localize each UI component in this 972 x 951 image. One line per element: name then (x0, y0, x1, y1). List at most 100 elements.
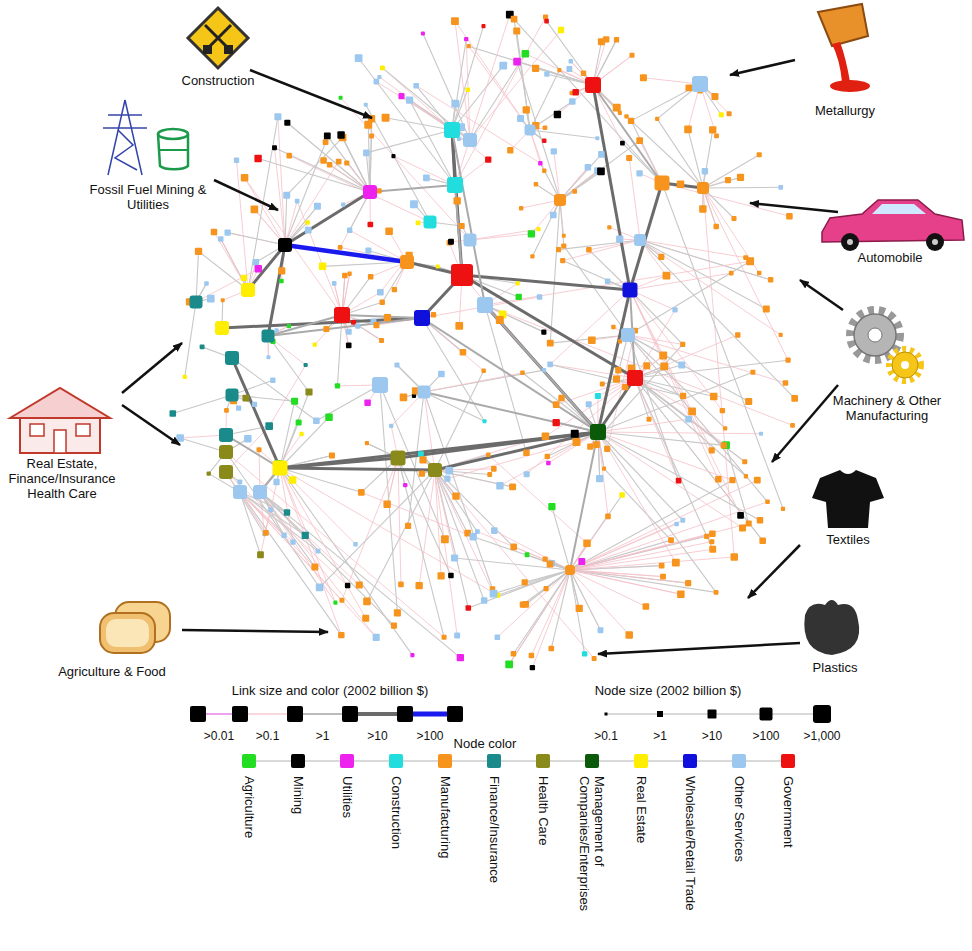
trade-link (258, 159, 370, 192)
sector-node (451, 17, 459, 25)
sector-node (237, 479, 242, 484)
trade-link (593, 85, 662, 183)
sector-node (470, 533, 477, 540)
trade-link (630, 290, 712, 450)
trade-link (703, 155, 759, 188)
legend-number-box: >100 (416, 729, 443, 743)
sector-node (363, 185, 377, 199)
sector-node (316, 584, 324, 592)
sector-node (299, 432, 303, 436)
sector-node (428, 463, 442, 477)
legend-number: >0.1 (594, 729, 618, 743)
trade-link (517, 31, 530, 130)
sector-node (523, 450, 529, 456)
trade-link (640, 240, 766, 309)
trade-link (630, 290, 722, 411)
sector-node (413, 83, 419, 89)
sector-label: Metallurgy (815, 103, 875, 118)
trade-link (532, 200, 560, 256)
sector-node (384, 314, 391, 321)
sector-label-box: Plastics (785, 660, 885, 675)
sector-node (365, 441, 369, 445)
trade-link (337, 315, 342, 386)
sector-node (720, 408, 725, 413)
sector-node (486, 453, 490, 457)
trade-link (280, 468, 356, 544)
trade-link (469, 46, 530, 130)
sector-label: Construction (182, 73, 255, 88)
sector-node (391, 623, 397, 629)
legend-title: Link size and color (2002 billion $) (232, 683, 429, 698)
sector-node (255, 265, 262, 272)
sector-node (571, 430, 579, 438)
sector-node (636, 170, 642, 176)
sector-node (379, 338, 384, 343)
sector-node (225, 351, 239, 365)
sector-node (505, 661, 513, 669)
trade-link (199, 251, 248, 290)
legend-number-box: >100 (752, 729, 779, 743)
sector-node (453, 197, 460, 204)
sector-node (757, 271, 762, 276)
color-swatch (536, 754, 550, 768)
bread-icon (100, 602, 170, 653)
trade-link (477, 532, 570, 570)
trade-link (635, 378, 679, 481)
sector-node (598, 151, 605, 158)
sector-node (383, 501, 390, 508)
sector-node (598, 627, 604, 633)
sector-node (338, 245, 343, 250)
trade-link (226, 472, 348, 586)
sector-node (615, 367, 621, 373)
sector-node (624, 114, 628, 118)
trade-link (452, 66, 503, 130)
sector-label-box: Agriculture & Food (32, 664, 192, 679)
trade-link (550, 200, 560, 343)
sector-node (763, 306, 770, 313)
sector-node (530, 665, 535, 670)
sector-node (335, 383, 340, 388)
sector-node (541, 330, 546, 335)
legend-number-box: >0.1 (594, 729, 618, 743)
sector-node (364, 121, 372, 129)
sector-node (207, 471, 211, 475)
trade-link (280, 432, 598, 468)
sector-node (236, 406, 241, 411)
sector-node (523, 106, 530, 113)
legend-text-box: Agriculture (242, 776, 257, 838)
sector-node (622, 384, 628, 390)
sector-node (491, 527, 498, 534)
trade-link (688, 129, 703, 188)
sector-node (525, 125, 536, 136)
trade-link (598, 432, 732, 480)
sector-node (436, 264, 440, 268)
sector-node (587, 444, 593, 450)
sector-node (566, 66, 572, 72)
sector-node (791, 395, 798, 402)
trade-link (470, 30, 561, 140)
trade-link (221, 239, 248, 290)
legend-number-box: >10 (702, 729, 722, 743)
car-icon (822, 200, 964, 251)
sector-node (737, 512, 744, 519)
sector-node (391, 451, 406, 466)
sector-node (551, 148, 557, 154)
trade-link (419, 470, 435, 586)
sector-node (316, 549, 321, 554)
sector-node (685, 580, 691, 586)
sector-node (569, 98, 576, 105)
trade-link (662, 183, 783, 509)
sector-node (333, 601, 337, 605)
sector-node (215, 321, 229, 335)
sector-node (487, 472, 492, 477)
sector-node (713, 224, 718, 229)
sector-node (517, 115, 524, 122)
sector-node (233, 485, 247, 499)
sector-node (373, 634, 380, 641)
sector-node (553, 419, 560, 426)
sector-node (451, 554, 458, 561)
trade-link (570, 432, 598, 570)
sector-node (244, 435, 251, 442)
sector-node (603, 36, 609, 42)
